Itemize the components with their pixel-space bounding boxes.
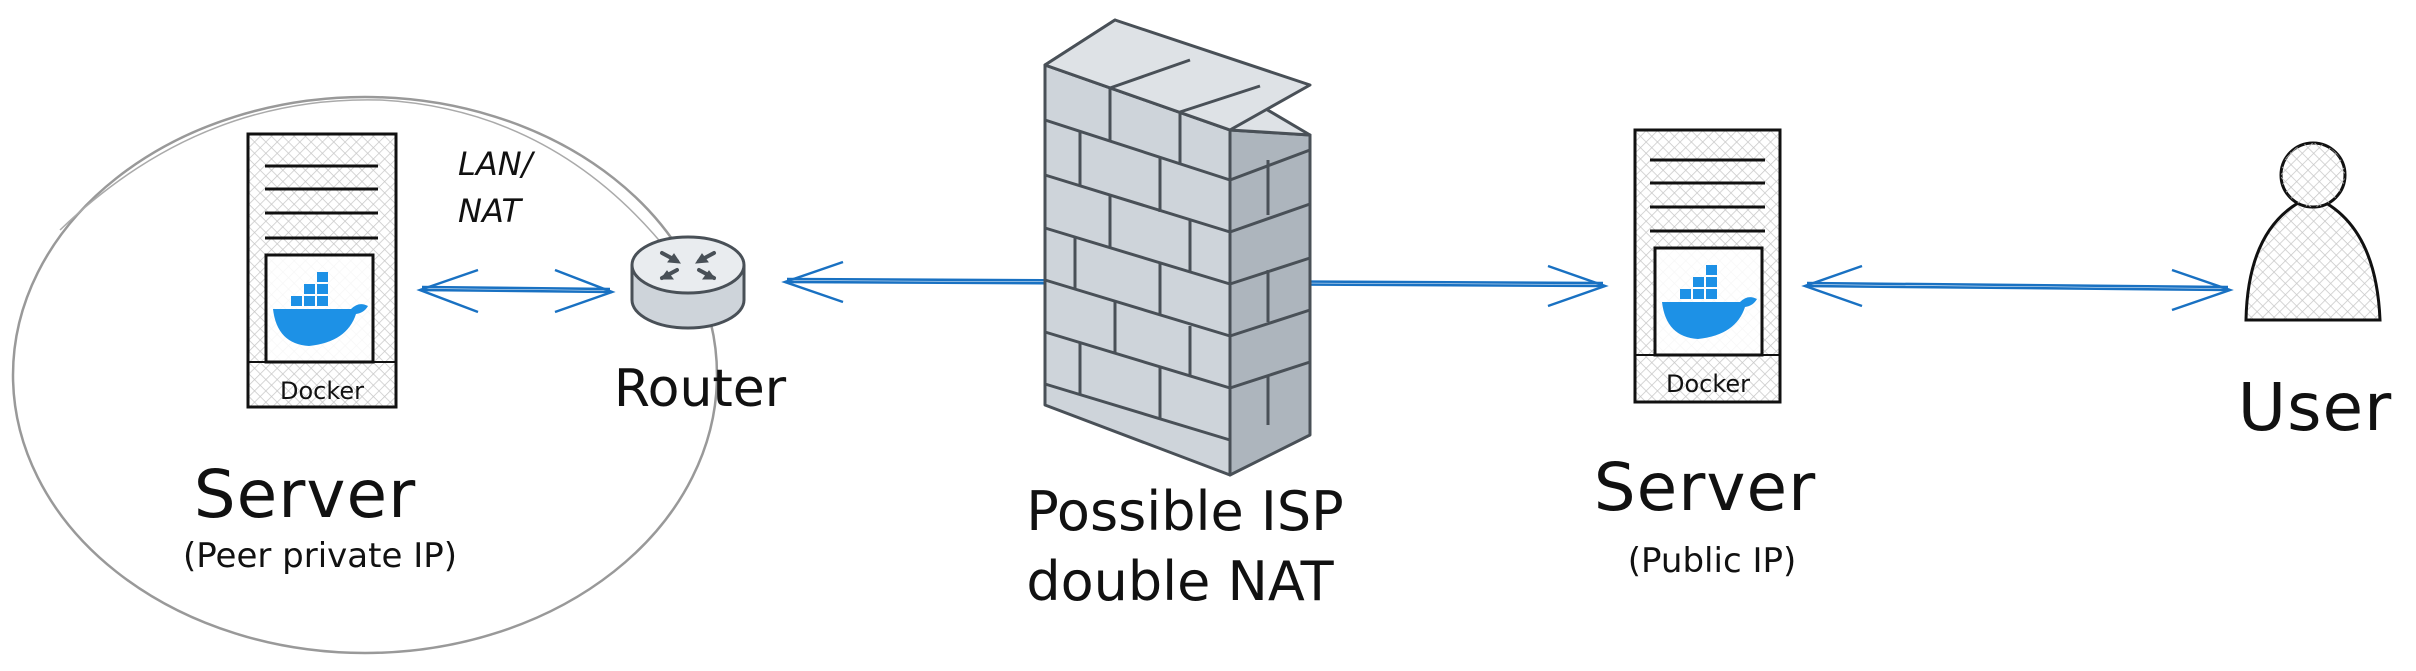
- left-server-title: Server: [194, 456, 416, 533]
- right-server: Docker: [1633, 128, 1782, 404]
- left-docker-icon: [273, 272, 368, 346]
- router-label: Router: [614, 359, 787, 419]
- lan-nat-label-line2: NAT: [458, 192, 524, 230]
- right-docker-icon: [1662, 265, 1757, 339]
- left-server-badge: Docker: [280, 377, 364, 405]
- right-server-subtitle: (Public IP): [1628, 541, 1797, 581]
- right-server-title: Server: [1594, 449, 1816, 526]
- firewall-icon: [1043, 18, 1312, 477]
- router-icon: [630, 235, 746, 330]
- firewall-label-line1: Possible ISP: [1026, 480, 1343, 543]
- arrow-server-router: [416, 268, 616, 314]
- user-label: User: [2238, 369, 2392, 446]
- left-server: Docker: [246, 132, 398, 409]
- firewall-label-line2: double NAT: [1026, 550, 1334, 613]
- lan-nat-label-line1: LAN/: [458, 145, 536, 183]
- user-icon: [2244, 141, 2382, 322]
- private-network-boundary: [11, 95, 719, 655]
- left-server-subtitle: (Peer private IP): [183, 536, 457, 576]
- arrow-server-user: [1801, 264, 2234, 312]
- right-server-badge: Docker: [1666, 370, 1750, 398]
